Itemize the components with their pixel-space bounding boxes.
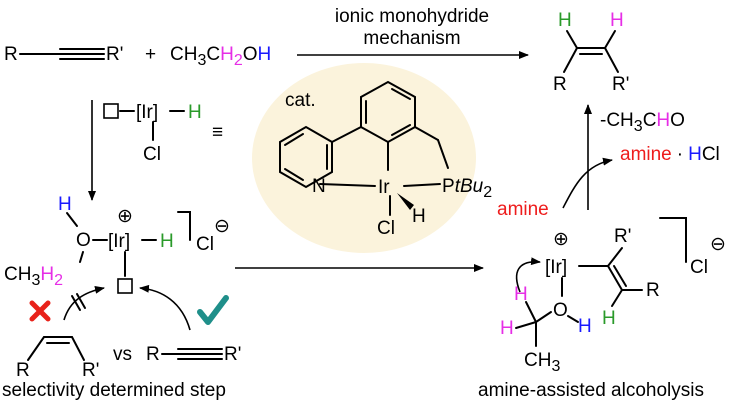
svg-text:⊕: ⊕ bbox=[117, 206, 133, 227]
cross-icon bbox=[29, 300, 51, 322]
svg-text:Cl: Cl bbox=[196, 234, 214, 255]
selectivity-comparison: R R' vs R R' bbox=[16, 284, 241, 381]
svg-text:Cl: Cl bbox=[690, 257, 708, 278]
svg-text:H: H bbox=[58, 194, 72, 215]
alcoholysis-caption: amine-assisted alcoholysis bbox=[478, 380, 704, 401]
disfavored-arrow bbox=[63, 285, 105, 321]
svg-text:Cl: Cl bbox=[377, 218, 395, 239]
svg-text:R: R bbox=[553, 74, 567, 95]
vacant-site-square bbox=[117, 278, 133, 294]
svg-text:Cl: Cl bbox=[143, 144, 161, 165]
svg-text:R': R' bbox=[612, 74, 629, 95]
svg-text:R': R' bbox=[82, 360, 99, 381]
vacant-site-square bbox=[103, 103, 119, 119]
plus-sign: + bbox=[145, 44, 156, 65]
cis-alkene-product: H H R R' bbox=[553, 10, 629, 95]
favored-arrow bbox=[139, 284, 191, 331]
svg-text:R: R bbox=[16, 360, 30, 381]
arrow-label-line2: mechanism bbox=[363, 28, 460, 49]
selectivity-caption: selectivity determined step bbox=[2, 380, 226, 401]
amine-reagent: amine bbox=[497, 199, 549, 220]
svg-text:vs: vs bbox=[113, 344, 132, 365]
acetaldehyde-loss: -CH3CHO bbox=[600, 110, 685, 135]
svg-text:O: O bbox=[76, 230, 91, 251]
svg-text:N: N bbox=[312, 176, 326, 197]
svg-text:H: H bbox=[558, 10, 572, 31]
amine-hcl-salt: amine·HCl bbox=[620, 144, 720, 165]
alcoholysis-structure: ⊕ [Ir] R' R H O H CH3 H H Cl ⊖ bbox=[500, 217, 726, 375]
svg-text:cat.: cat. bbox=[285, 90, 316, 111]
ethanol-adduct-intermediate: H O [Ir] H ⊕ CH3H2 Cl ⊖ bbox=[4, 194, 230, 294]
phosphine-ptbu2: PtBu2 bbox=[442, 176, 492, 201]
methyl-group: CH3 bbox=[524, 350, 560, 375]
svg-text:[Ir]: [Ir] bbox=[108, 231, 130, 252]
arrow-label-line1: ionic monohydride bbox=[335, 6, 489, 27]
svg-text:R': R' bbox=[224, 344, 241, 365]
svg-text:≡: ≡ bbox=[212, 122, 223, 143]
svg-text:H: H bbox=[602, 308, 616, 329]
svg-text:H: H bbox=[500, 318, 514, 339]
alkyne-r: R bbox=[4, 44, 18, 65]
svg-text:R: R bbox=[646, 280, 660, 301]
svg-text:H: H bbox=[610, 10, 624, 31]
svg-text:⊖: ⊖ bbox=[214, 216, 230, 237]
top-alkyne: R R' bbox=[4, 44, 123, 65]
alkyne-r-prime: R' bbox=[106, 44, 123, 65]
svg-text:R: R bbox=[146, 344, 160, 365]
svg-text:Ir: Ir bbox=[378, 177, 390, 198]
svg-text:[Ir]: [Ir] bbox=[136, 102, 158, 123]
svg-text:⊖: ⊖ bbox=[710, 234, 726, 255]
svg-text:H: H bbox=[160, 231, 174, 252]
iridium-hydride-definition: [Ir] H Cl ≡ bbox=[103, 102, 223, 165]
check-icon bbox=[197, 295, 229, 325]
ethanol-formula: CH3CH2OH bbox=[170, 44, 271, 69]
svg-text:H: H bbox=[578, 316, 592, 337]
svg-text:R': R' bbox=[614, 226, 631, 247]
svg-text:⊕: ⊕ bbox=[553, 229, 569, 250]
svg-text:H: H bbox=[514, 284, 528, 305]
svg-text:H: H bbox=[188, 102, 202, 123]
ethyl-group: CH3H2 bbox=[4, 264, 63, 289]
amine-curved-arrow bbox=[562, 157, 613, 209]
pincer-catalyst: cat. N Ir PtBu2 Cl H bbox=[279, 80, 492, 239]
svg-text:H: H bbox=[412, 206, 426, 227]
svg-text:O: O bbox=[553, 300, 568, 321]
catalyst-highlight bbox=[252, 63, 476, 253]
svg-text:[Ir]: [Ir] bbox=[545, 257, 567, 278]
